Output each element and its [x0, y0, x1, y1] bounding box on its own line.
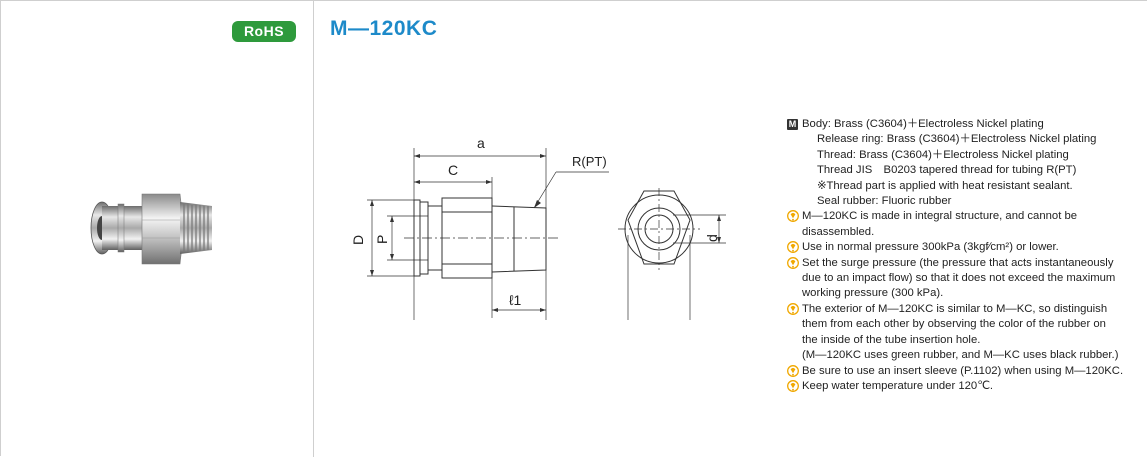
caution-note: The exterior of M—120KC is similar to M—… [787, 302, 1143, 364]
caution-note-line: Be sure to use an insert sleeve (P.1102)… [802, 364, 1124, 377]
caution-icon [787, 241, 799, 254]
caution-list: M—120KC is made in integral structure, a… [787, 209, 1143, 394]
dim-d-outer: D [350, 235, 366, 245]
caution-note: Set the surge pressure (the pressure tha… [787, 256, 1143, 302]
caution-icon [787, 210, 799, 223]
caution-note-line: them from each other by observing the co… [802, 318, 1106, 331]
caution-note-line: Use in normal pressure 300kPa (3kgf∕cm²)… [802, 241, 1059, 254]
material-sealant: ※Thread part is applied with heat resist… [817, 179, 1073, 192]
dimension-drawing: a C R(PT) D P L ℓ1 B d [350, 135, 726, 320]
materials-block: M Body: Brass (C3604)＋Electroless Nickel… [787, 117, 1143, 209]
column-divider [313, 0, 314, 457]
caution-note-line: due to an impact flow) so that it does n… [802, 272, 1116, 285]
caution-note: Use in normal pressure 300kPa (3kgf∕cm²)… [787, 240, 1143, 255]
caution-note-line: (M—120KC uses green rubber, and M—KC use… [802, 349, 1119, 362]
dim-l1: ℓ1 [509, 292, 522, 308]
material-thread: Thread: Brass (C3604)＋Electroless Nickel… [817, 148, 1069, 161]
caution-note-line: Set the surge pressure (the pressure tha… [802, 256, 1114, 269]
caution-note-line: The exterior of M—120KC is similar to M—… [802, 302, 1108, 315]
materials-marker: M [787, 119, 798, 130]
caution-note-line: Keep water temperature under 120℃. [802, 379, 994, 392]
caution-note-line: M—120KC is made in integral structure, a… [802, 210, 1078, 223]
caution-icon [787, 379, 799, 392]
model-title: M—120KC [330, 17, 438, 40]
dim-c: C [448, 162, 458, 178]
material-jis: Thread JIS B0203 tapered thread for tubi… [817, 164, 1077, 177]
spec-notes: M Body: Brass (C3604)＋Electroless Nickel… [787, 117, 1143, 394]
caution-icon [787, 256, 799, 269]
caution-icon [787, 364, 799, 377]
product-photo [90, 193, 212, 265]
dim-a: a [477, 135, 485, 151]
caution-note: Keep water temperature under 120℃. [787, 379, 1143, 394]
dim-d-inner: d [704, 234, 720, 242]
dim-r-pt: R(PT) [572, 154, 607, 169]
material-release: Release ring: Brass (C3604)＋Electroless … [817, 133, 1097, 146]
caution-note: M—120KC is made in integral structure, a… [787, 209, 1143, 240]
caution-note-line: disassembled. [802, 225, 875, 238]
caution-note: Be sure to use an insert sleeve (P.1102)… [787, 364, 1143, 379]
rohs-badge: RoHS [232, 21, 296, 42]
caution-note-line: working pressure (300 kPa). [802, 287, 944, 300]
material-seal: Seal rubber: Fluoric rubber [817, 195, 952, 208]
dim-p: P [374, 235, 390, 244]
caution-icon [787, 302, 799, 315]
material-body: Body: Brass (C3604)＋Electroless Nickel p… [802, 118, 1044, 130]
caution-note-line: the inside of the tube insertion hole. [802, 333, 981, 346]
